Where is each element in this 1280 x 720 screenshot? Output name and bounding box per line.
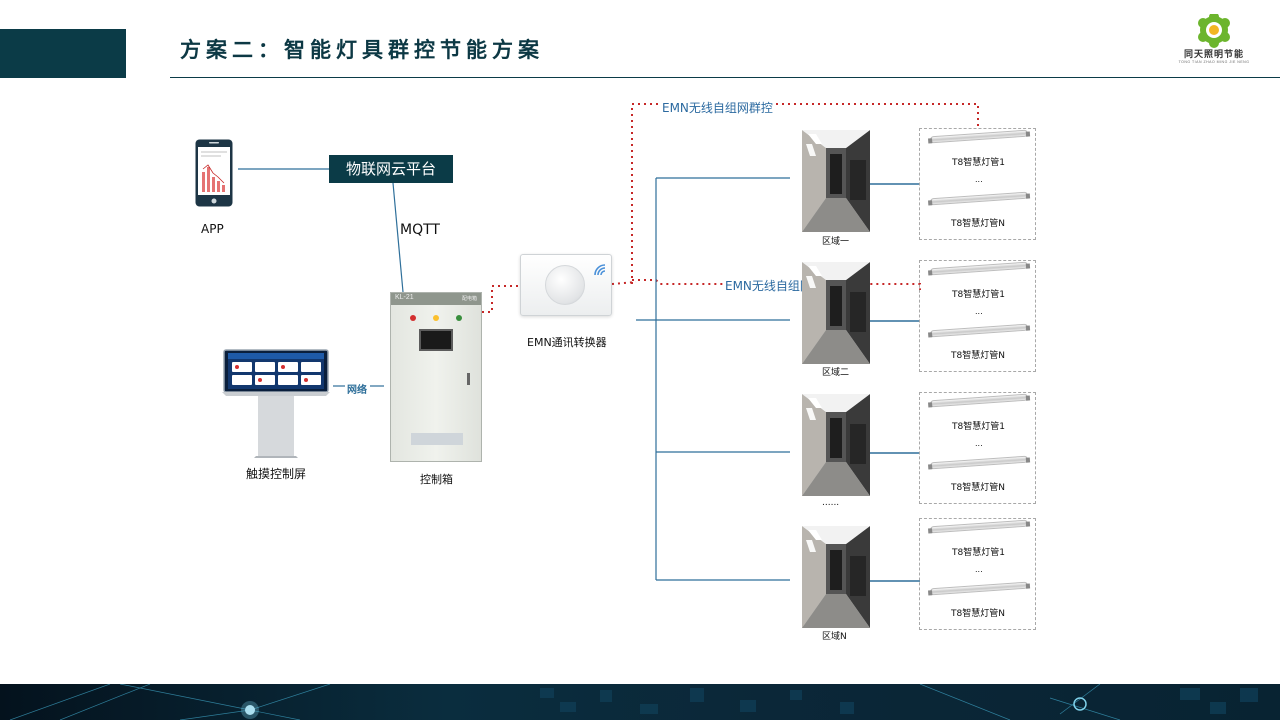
lamp-first-label: T8智慧灯管1 <box>952 290 1005 300</box>
zone-label: ...... <box>822 498 840 508</box>
zone-corridor-photo <box>802 130 870 232</box>
control-box: KL-21 配电箱 <box>390 292 482 462</box>
logo-text: 同天照明节能 <box>1183 50 1244 60</box>
led-tube-last <box>928 323 1031 338</box>
header-divider <box>170 77 1280 78</box>
converter-label: EMN通讯转换器 <box>527 336 607 349</box>
touch-screen-label: 触摸控制屏 <box>246 467 307 481</box>
status-light-red <box>410 315 416 321</box>
lamp-ellipsis: ... <box>975 565 983 574</box>
lamp-ellipsis: ... <box>975 175 983 184</box>
panel-display <box>419 329 453 351</box>
emn-converter <box>520 254 612 316</box>
lamp-last-label: T8智慧灯管N <box>951 609 1005 619</box>
lamp-first-label: T8智慧灯管1 <box>952 548 1005 558</box>
company-logo: 同天照明节能 TONG TIAN ZHAO MING JIE NENG <box>1176 12 1252 66</box>
zone-corridor-photo <box>802 526 870 628</box>
lamp-group-box: T8智慧灯管1... T8智慧灯管N <box>919 518 1036 630</box>
header-accent-block <box>0 29 126 78</box>
app-label: APP <box>201 222 224 236</box>
lamp-last-label: T8智慧灯管N <box>951 219 1005 229</box>
lamp-group-box: T8智慧灯管1... T8智慧灯管N <box>919 392 1036 504</box>
page-title: 方案二：智能灯具群控节能方案 <box>180 38 544 62</box>
zone-label: 区域一 <box>822 237 850 247</box>
network-pattern <box>9 684 1258 720</box>
status-light-green <box>456 315 462 321</box>
network-label: 网络 <box>347 385 367 396</box>
led-tube-first <box>928 129 1031 144</box>
lamp-ellipsis: ... <box>975 439 983 448</box>
touch-screen-kiosk <box>222 349 330 458</box>
panel-badge-text: 配电箱 <box>461 296 477 302</box>
lamp-last-label: T8智慧灯管N <box>951 483 1005 493</box>
lamp-first-label: T8智慧灯管1 <box>952 158 1005 168</box>
zone-label: 区域N <box>822 632 847 642</box>
nameplate <box>411 433 463 445</box>
led-tube-last <box>928 581 1031 596</box>
door-handle <box>467 373 470 385</box>
lamp-group-box: T8智慧灯管1... T8智慧灯管N <box>919 128 1036 240</box>
control-box-label: 控制箱 <box>420 473 453 486</box>
led-tube-last <box>928 191 1031 206</box>
lamp-last-label: T8智慧灯管N <box>951 351 1005 361</box>
panel-header-text: KL-21 <box>395 294 414 301</box>
wifi-icon <box>594 264 606 276</box>
zone-corridor-photo <box>802 394 870 496</box>
status-light-yellow <box>433 315 439 321</box>
mqtt-label: MQTT <box>400 222 440 238</box>
wireless-label-top: EMN无线自组网群控 <box>661 99 774 116</box>
led-tube-first <box>928 261 1031 276</box>
flower-logo-icon <box>1198 12 1230 48</box>
cloud-platform-node: 物联网云平台 <box>329 155 453 183</box>
logo-subtext: TONG TIAN ZHAO MING JIE NENG <box>1178 60 1250 64</box>
lamp-first-label: T8智慧灯管1 <box>952 422 1005 432</box>
led-tube-first <box>928 519 1031 534</box>
phone-icon <box>195 139 233 207</box>
zone-label: 区域二 <box>822 368 850 378</box>
lamp-ellipsis: ... <box>975 307 983 316</box>
footer-banner <box>0 684 1280 720</box>
led-tube-first <box>928 393 1031 408</box>
lamp-group-box: T8智慧灯管1... T8智慧灯管N <box>919 260 1036 372</box>
led-tube-last <box>928 455 1031 470</box>
zone-corridor-photo <box>802 262 870 364</box>
